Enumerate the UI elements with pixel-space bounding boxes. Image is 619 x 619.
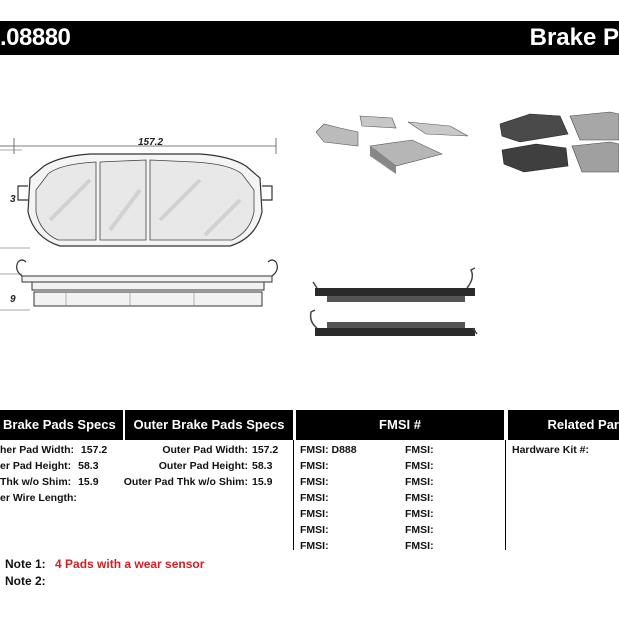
fmsi-header: FMSI # [296,410,504,440]
part-number: .08880 [0,24,71,51]
outer-spec-value: 58.3 [252,460,273,472]
fmsi-entry: FMSI: [300,540,329,552]
fmsi-entry: FMSI: [300,508,329,520]
fmsi-entry: FMSI: D888 [300,444,357,456]
pad-backing-photo [499,111,619,173]
fmsi-entry: FMSI: [405,476,434,488]
fmsi-entry: FMSI: [405,508,434,520]
spec-value: 15.9 [78,476,99,488]
fmsi-entry: FMSI: [405,492,434,504]
fmsi-entry: FMSI: [405,460,434,472]
outer-spec-label: Outer Pad Thk w/o Shim: [123,476,248,488]
thickness-dimension: 9 [10,294,16,305]
fmsi-entry: FMSI: [405,524,434,536]
outer-spec-label: Outer Pad Width: [162,444,248,456]
inner-spec-row: Thk w/o Shim: 15.9 [0,476,99,488]
spec-label: Thk w/o Shim: [0,476,72,488]
fmsi-entry: FMSI: [300,476,329,488]
title-bar [0,21,619,55]
inner-specs-header: Brake Pads Specs [0,410,123,440]
column-divider [293,440,294,550]
category-title: Brake P [529,24,619,51]
fmsi-entry: FMSI: [300,460,329,472]
fmsi-entry: FMSI: [405,540,434,552]
fmsi-entry: FMSI: [405,444,434,456]
spec-label: er Wire Length: [0,492,77,504]
inner-spec-row: er Wire Length: [0,492,77,504]
pad-set-photo [315,115,469,174]
note-1: Note 1: 4 Pads with a wear sensor [5,557,204,571]
pad-technical-drawing [0,138,278,311]
height-dimension: 3 [10,194,16,205]
inner-spec-row: er Pad Height: 58.3 [0,460,99,472]
pad-profile-photo [309,267,478,336]
outer-specs-header: Outer Brake Pads Specs [125,410,293,440]
hardware-kit-label: Hardware Kit #: [512,444,590,456]
width-dimension: 157.2 [138,137,164,148]
note-2: Note 2: [5,574,46,588]
spec-value: 157.2 [80,444,108,456]
note-2-label: Note 2: [5,574,46,588]
spec-value: 58.3 [78,460,99,472]
note-1-label: Note 1: [5,557,46,571]
fmsi-entry: FMSI: [300,524,329,536]
inner-spec-row: her Pad Width: 157.2 [0,444,107,456]
note-1-value: 4 Pads with a wear sensor [55,557,205,571]
column-divider [505,440,506,550]
outer-spec-value: 157.2 [252,444,279,456]
spec-label: er Pad Height: [0,460,72,472]
spec-label: her Pad Width: [0,444,74,456]
outer-spec-label: Outer Pad Height: [158,460,248,472]
related-parts-header: Related Par [508,410,619,440]
fmsi-entry: FMSI: [300,492,329,504]
outer-spec-value: 15.9 [252,476,273,488]
